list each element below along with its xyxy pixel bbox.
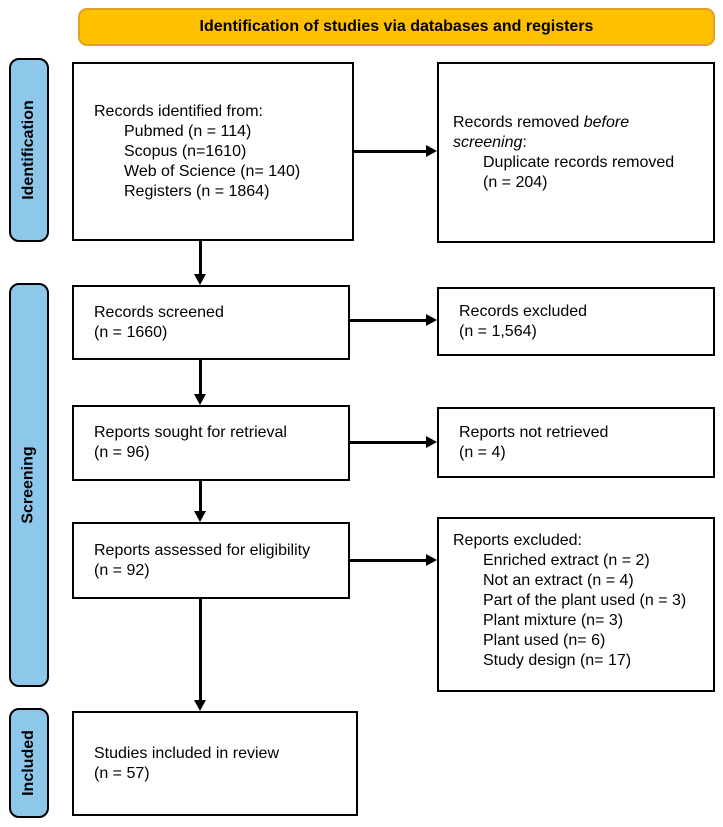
records-removed-title-italic1: before xyxy=(583,113,630,131)
records-removed-item-line1: Duplicate records removed xyxy=(483,153,675,171)
studies-included-line1: Studies included in review xyxy=(94,744,279,762)
arrow-screened-to-sought-line xyxy=(199,360,202,395)
records-screened-line1: Records screened xyxy=(94,303,224,321)
reports-excluded-item: Not an extract (n = 4) xyxy=(483,572,634,589)
reports-not-retrieved-line2: (n = 4) xyxy=(459,443,506,461)
box-reports-not-retrieved: Reports not retrieved (n = 4) xyxy=(437,407,715,478)
arrow-sought-to-notretrieved-line xyxy=(350,441,427,444)
reports-sought-line1: Reports sought for retrieval xyxy=(94,424,287,441)
reports-excluded-item: Plant mixture (n= 3) xyxy=(483,612,624,629)
reports-excluded-item: Study design (n= 17) xyxy=(483,652,632,669)
arrow-identified-to-removed-head xyxy=(426,145,437,157)
records-removed-title-suffix: : xyxy=(522,133,527,151)
stage-screening-label: Screening xyxy=(20,446,38,524)
records-identified-title: Records identified from: xyxy=(94,102,263,120)
arrow-sought-to-notretrieved-head xyxy=(426,436,437,448)
box-reports-assessed: Reports assessed for eligibility (n = 92… xyxy=(72,522,350,599)
records-excluded-line1: Records excluded xyxy=(459,302,588,320)
stage-included-label: Included xyxy=(20,730,37,796)
arrow-screened-to-excluded-line xyxy=(350,319,427,322)
studies-included-line2: (n = 57) xyxy=(94,764,150,782)
reports-assessed-line1: Reports assessed for eligibility xyxy=(94,541,311,559)
arrow-sought-to-assessed-head xyxy=(194,511,206,522)
arrow-assessed-to-included-head xyxy=(194,700,206,711)
box-reports-sought: Reports sought for retrieval (n = 96) xyxy=(72,405,350,481)
arrow-sought-to-assessed-line xyxy=(199,481,202,512)
records-identified-item: Registers (n = 1864) xyxy=(124,182,270,200)
box-records-removed: Records removed before screening: Duplic… xyxy=(437,62,715,243)
reports-excluded-title: Reports excluded: xyxy=(453,532,582,549)
records-removed-item-line2: (n = 204) xyxy=(483,173,548,191)
reports-sought-line2: (n = 96) xyxy=(94,444,150,461)
reports-assessed-line2: (n = 92) xyxy=(94,561,150,579)
records-removed-title-italic2: screening xyxy=(453,133,523,151)
records-removed-title-line2: screening: xyxy=(453,133,707,153)
records-excluded-line2: (n = 1,564) xyxy=(459,322,537,340)
arrow-assessed-to-excluded-head xyxy=(426,554,437,566)
records-identified-item: Scopus (n=1610) xyxy=(124,142,247,160)
stage-included: Included xyxy=(9,708,49,818)
reports-excluded-item: Part of the plant used (n = 3) xyxy=(483,592,687,609)
stage-screening: Screening xyxy=(9,283,49,687)
box-records-identified: Records identified from: Pubmed (n = 114… xyxy=(72,62,354,241)
arrow-identified-to-removed-line xyxy=(354,150,427,153)
reports-excluded-item: Enriched extract (n = 2) xyxy=(483,552,650,569)
arrow-screened-to-sought-head xyxy=(194,394,206,405)
records-identified-item: Web of Science (n= 140) xyxy=(124,162,301,180)
box-records-excluded: Records excluded (n = 1,564) xyxy=(437,287,715,356)
arrow-screened-to-excluded-head xyxy=(426,314,437,326)
records-removed-title-prefix: Records removed xyxy=(453,113,584,131)
reports-not-retrieved-line1: Reports not retrieved xyxy=(459,423,609,441)
records-screened-line2: (n = 1660) xyxy=(94,323,168,341)
arrow-identified-to-screened-line xyxy=(199,241,202,275)
banner: Identification of studies via databases … xyxy=(78,8,715,46)
arrow-identified-to-screened-head xyxy=(194,274,206,285)
records-identified-item: Pubmed (n = 114) xyxy=(124,122,252,140)
reports-excluded-item: Plant used (n= 6) xyxy=(483,632,606,649)
box-studies-included: Studies included in review (n = 57) xyxy=(72,711,358,816)
box-reports-excluded: Reports excluded: Enriched extract (n = … xyxy=(437,517,715,692)
records-removed-title-line1: Records removed before xyxy=(453,113,707,133)
box-records-screened: Records screened (n = 1660) xyxy=(72,285,350,360)
arrow-assessed-to-included-line xyxy=(199,599,202,701)
stage-identification: Identification xyxy=(9,58,49,242)
banner-label: Identification of studies via databases … xyxy=(199,18,594,35)
stage-identification-label: Identification xyxy=(20,100,37,200)
arrow-assessed-to-excluded-line xyxy=(350,559,427,562)
